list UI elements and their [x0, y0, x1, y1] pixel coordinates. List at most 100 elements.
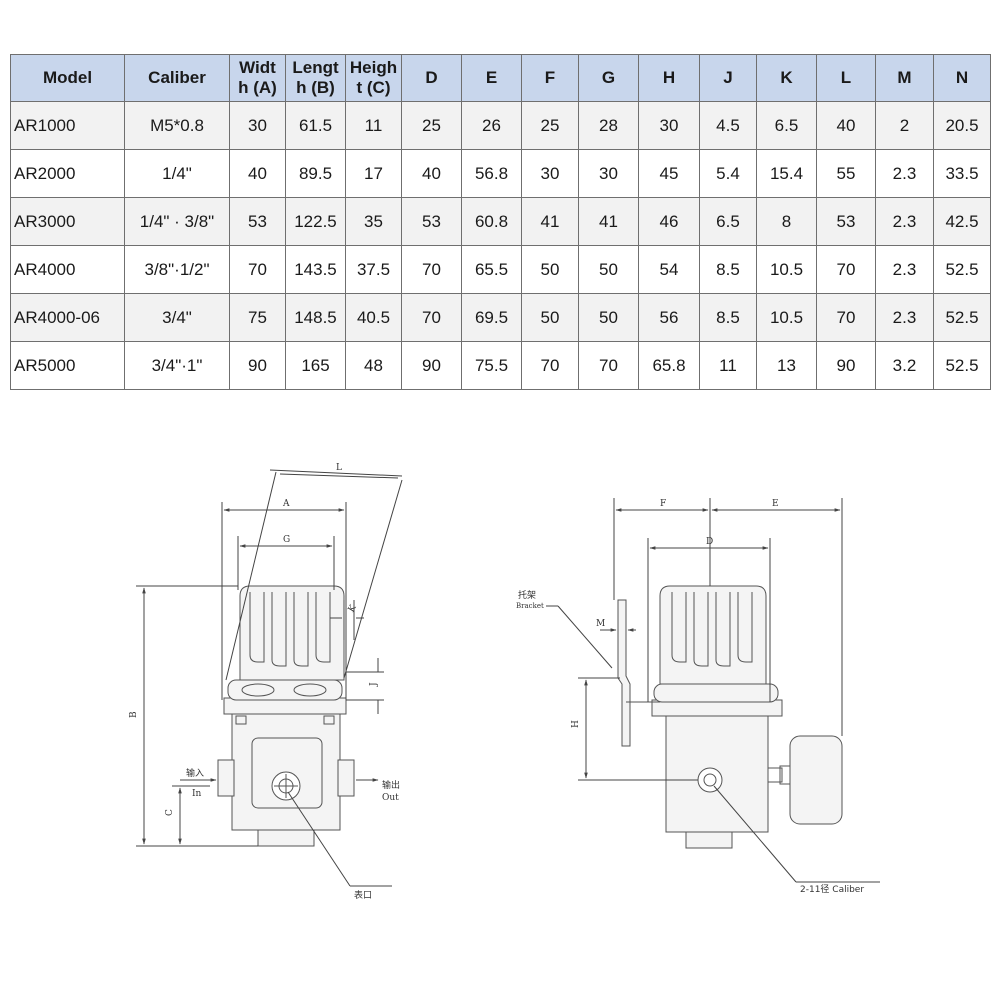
model-cell: AR3000 — [10, 197, 125, 246]
dimension-cell: 89.5 — [285, 149, 346, 198]
dimension-cell: 143.5 — [285, 245, 346, 294]
header-cell: L — [816, 54, 876, 102]
header-cell: E — [461, 54, 522, 102]
label-H: H — [571, 720, 581, 728]
header-text: Caliber — [148, 68, 206, 87]
dimension-cell: 65.8 — [638, 341, 700, 390]
dimension-cell: 52.5 — [933, 293, 991, 342]
dimension-cell: 69.5 — [461, 293, 522, 342]
header-cell: G — [578, 54, 639, 102]
dimension-cell: 75 — [229, 293, 286, 342]
dim-C — [172, 785, 210, 845]
dim-L — [225, 469, 403, 681]
caliber-cell: 1/4" · 3/8" — [124, 197, 230, 246]
dimension-cell: 4.5 — [699, 101, 757, 150]
dimension-cell: 53 — [816, 197, 876, 246]
dimension-cell: 165 — [285, 341, 346, 390]
label-F: F — [660, 499, 666, 509]
header-cell: M — [875, 54, 934, 102]
dimension-cell: 53 — [229, 197, 286, 246]
dimension-cell: 10.5 — [756, 293, 817, 342]
dimension-cell: 2.3 — [875, 149, 934, 198]
header-cell: J — [699, 54, 757, 102]
dimension-cell: 50 — [521, 293, 579, 342]
dimension-cell: 70 — [401, 245, 462, 294]
input-label-cn: 输入 — [186, 767, 204, 779]
dimension-cell: 46 — [638, 197, 700, 246]
output-label-en: Out — [382, 793, 399, 803]
gauge-port-leader — [287, 791, 351, 887]
dim-G — [237, 536, 335, 590]
header-text: D — [425, 68, 438, 87]
dimension-cell: 52.5 — [933, 341, 991, 390]
dimension-cell: 56 — [638, 293, 700, 342]
dimension-cell: 17 — [345, 149, 402, 198]
header-text: t (C) — [356, 78, 391, 97]
dimension-cell: 60.8 — [461, 197, 522, 246]
dimension-cell: 40.5 — [345, 293, 402, 342]
dimension-cell: 30 — [578, 149, 639, 198]
dimension-cell: 40 — [401, 149, 462, 198]
dimension-cell: 2 — [875, 101, 934, 150]
bracket-label-cn: 托架 — [518, 589, 536, 601]
dimension-cell: 90 — [229, 341, 286, 390]
header-text: Heigh — [349, 58, 398, 77]
model-cell: AR5000 — [10, 341, 125, 390]
front-view — [136, 469, 403, 887]
dimension-cell: 75.5 — [461, 341, 522, 390]
dimension-cell: 50 — [578, 293, 639, 342]
header-text: F — [544, 68, 556, 87]
dimension-cell: 61.5 — [285, 101, 346, 150]
dim-K — [330, 600, 364, 640]
caliber-cell: M5*0.8 — [124, 101, 230, 150]
dimension-cell: 40 — [229, 149, 286, 198]
header-cell: D — [401, 54, 462, 102]
header-text: h (B) — [296, 78, 335, 97]
dim-B — [136, 585, 258, 847]
caliber-label: 2-11径 Caliber — [800, 883, 864, 895]
caliber-cell: 1/4" — [124, 149, 230, 198]
dimension-cell: 56.8 — [461, 149, 522, 198]
header-text: Lengt — [292, 58, 339, 77]
dimension-cell: 50 — [578, 245, 639, 294]
side-body — [651, 683, 783, 849]
bracket-label-en: Bracket — [516, 602, 544, 610]
dimension-cell: 35 — [345, 197, 402, 246]
dimension-cell: 13 — [756, 341, 817, 390]
dimension-cell: 90 — [816, 341, 876, 390]
dimension-cell: 41 — [578, 197, 639, 246]
dim-F-E — [613, 498, 843, 736]
dim-J — [346, 658, 384, 714]
label-C: C — [165, 809, 175, 816]
dimension-cell: 2.3 — [875, 197, 934, 246]
dimension-cell: 30 — [521, 149, 579, 198]
dimension-cell: 37.5 — [345, 245, 402, 294]
header-text: Model — [42, 68, 93, 87]
label-G: G — [283, 535, 290, 545]
header-cell: N — [933, 54, 991, 102]
dimension-cell: 48 — [345, 341, 402, 390]
header-text: N — [955, 68, 969, 87]
label-M: M — [596, 619, 605, 629]
pressure-gauge — [767, 735, 843, 825]
header-cell: Model — [10, 54, 125, 102]
dimension-cell: 25 — [401, 101, 462, 150]
dimension-cell: 11 — [345, 101, 402, 150]
dimension-cell: 6.5 — [699, 197, 757, 246]
technical-drawing: L A G K J B C 输入 In 输出 Out 表口 — [129, 463, 880, 900]
label-J: J — [369, 682, 379, 687]
dimension-cell: 33.5 — [933, 149, 991, 198]
dimension-cell: 50 — [521, 245, 579, 294]
dimension-cell: 70 — [816, 245, 876, 294]
dimension-cell: 148.5 — [285, 293, 346, 342]
